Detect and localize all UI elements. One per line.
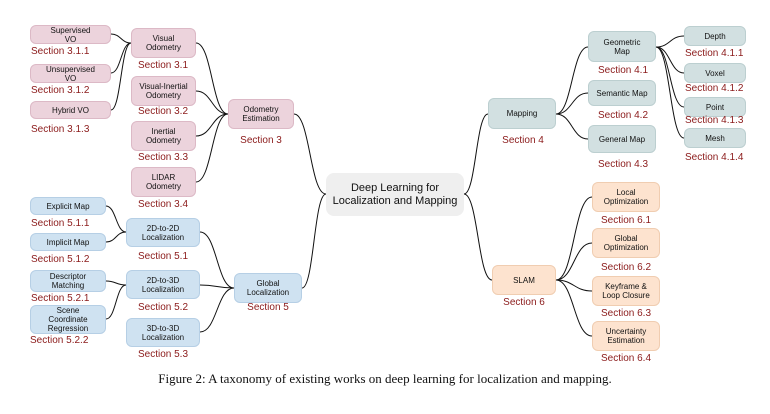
section-2d-to-3d-localization: Section 5.2 (137, 302, 189, 313)
section-hybrid-vo: Section 3.1.3 (31, 124, 90, 135)
node-slam: SLAM (492, 265, 556, 295)
node-voxel: Voxel (684, 63, 746, 83)
edge-mapping-semantic (555, 92, 589, 115)
node-visual-inertial-odometry: Visual-Inertial Odometry (131, 76, 196, 106)
edge-mapping-general (555, 113, 589, 140)
edge-odo-inertial (195, 113, 229, 137)
edge-global-3d3d (199, 287, 235, 333)
section-point: Section 4.1.3 (685, 115, 744, 126)
node-global-optimization: Global Optimization (592, 228, 660, 258)
node-2d-to-2d-localization: 2D-to-2D Localization (126, 218, 200, 247)
node-hybrid-vo: Hybrid VO (30, 101, 111, 119)
edge-root-global (301, 193, 327, 289)
section-mesh: Section 4.1.4 (685, 152, 744, 163)
edge-odo-lidar (195, 113, 229, 183)
edge-visual-supervised (110, 33, 132, 44)
section-odometry-estimation: Section 3 (240, 135, 282, 146)
section-voxel: Section 4.1.2 (685, 83, 744, 94)
section-2d-to-2d-localization: Section 5.1 (137, 251, 189, 262)
node-2d-to-3d-localization: 2D-to-3D Localization (126, 270, 200, 299)
section-semantic-map: Section 4.2 (597, 110, 649, 121)
section-scene-coordinate-regression: Section 5.2.2 (30, 335, 89, 346)
section-local-optimization: Section 6.1 (600, 215, 652, 226)
node-keyframe-loop-closure: Keyframe & Loop Closure (592, 276, 660, 306)
edge-2d2d-implicit (105, 231, 127, 243)
edge-2d2d-explicit (105, 205, 127, 233)
edge-odo-visual (195, 42, 229, 115)
node-scene-coordinate-regression: Scene Coordinate Regression (30, 305, 106, 334)
section-uncertainty-estimation: Section 6.4 (600, 353, 652, 364)
section-inertial-odometry: Section 3.3 (137, 152, 189, 163)
node-geometric-map: Geometric Map (588, 31, 656, 62)
node-visual-odometry: Visual Odometry (131, 28, 196, 58)
edge-visual-unsupervised (110, 42, 132, 74)
section-mapping: Section 4 (502, 135, 544, 146)
section-explicit-map: Section 5.1.1 (31, 218, 90, 229)
section-global-localization: Section 5 (247, 302, 289, 313)
edge-root-odometry (293, 113, 327, 195)
node-inertial-odometry: Inertial Odometry (131, 121, 196, 151)
node-mesh: Mesh (684, 128, 746, 148)
node-explicit-map: Explicit Map (30, 197, 106, 215)
edge-2d3d-scene (105, 284, 127, 320)
node-supervised-vo: Supervised VO (30, 25, 111, 44)
edge-2d3d-descriptor (105, 280, 127, 286)
edge-geometric-point (655, 46, 685, 108)
edge-geometric-depth (655, 35, 685, 48)
figure-caption: Figure 2: A taxonomy of existing works o… (158, 371, 612, 386)
section-unsupervised-vo: Section 3.1.2 (31, 85, 90, 96)
section-supervised-vo: Section 3.1.1 (31, 46, 90, 57)
edge-geometric-mesh (655, 46, 685, 139)
node-descriptor-matching: Descriptor Matching (30, 270, 106, 292)
node-implicit-map: Implicit Map (30, 233, 106, 251)
section-implicit-map: Section 5.1.2 (31, 254, 90, 265)
edge-root-mapping (463, 113, 489, 195)
section-keyframe-loop-closure: Section 6.3 (600, 308, 652, 319)
node-global-localization: Global Localization (234, 273, 302, 303)
section-visual-odometry: Section 3.1 (137, 60, 189, 71)
node-odometry-estimation: Odometry Estimation (228, 99, 294, 129)
node-local-optimization: Local Optimization (592, 182, 660, 212)
edge-slam-uncertainty (555, 279, 593, 337)
section-geometric-map: Section 4.1 (597, 65, 649, 76)
edge-global-2d3d (199, 284, 235, 289)
section-global-optimization: Section 6.2 (600, 262, 652, 273)
section-depth: Section 4.1.1 (685, 48, 744, 59)
section-3d-to-3d-localization: Section 5.3 (137, 349, 189, 360)
root-node: Deep Learning for Localization and Mappi… (326, 173, 464, 216)
node-point: Point (684, 97, 746, 117)
section-lidar-odometry: Section 3.4 (137, 199, 189, 210)
node-mapping: Mapping (488, 98, 556, 129)
edge-odo-vio (195, 90, 229, 115)
node-unsupervised-vo: Unsupervised VO (30, 64, 111, 83)
edge-global-2d2d (199, 231, 235, 289)
edge-slam-global (555, 242, 593, 281)
section-slam: Section 6 (503, 297, 545, 308)
node-general-map: General Map (588, 125, 656, 153)
section-general-map: Section 4.3 (597, 159, 649, 170)
node-lidar-odometry: LIDAR Odometry (131, 167, 196, 197)
node-3d-to-3d-localization: 3D-to-3D Localization (126, 318, 200, 347)
node-semantic-map: Semantic Map (588, 80, 656, 106)
section-descriptor-matching: Section 5.2.1 (31, 293, 90, 304)
section-visual-inertial-odometry: Section 3.2 (137, 106, 189, 117)
edge-mapping-geometric (555, 46, 589, 115)
edge-slam-local (555, 196, 593, 281)
edge-root-slam (463, 193, 493, 281)
node-depth: Depth (684, 26, 746, 46)
edge-slam-keyframe (555, 279, 593, 292)
edge-visual-hybrid (110, 42, 132, 111)
node-uncertainty-estimation: Uncertainty Estimation (592, 321, 660, 351)
